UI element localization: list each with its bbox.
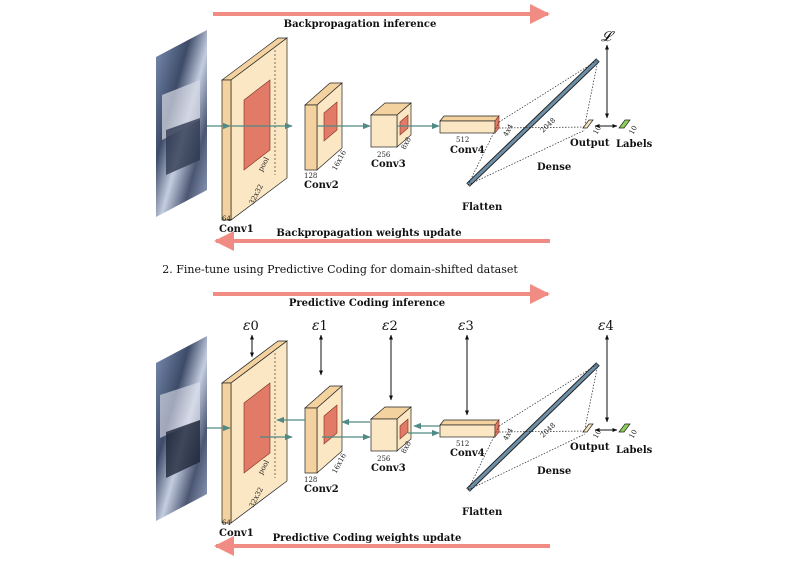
labels-node xyxy=(618,119,631,129)
forward-flow-arrows-pc xyxy=(207,424,440,441)
backward-flow-arrows-pc xyxy=(276,416,440,430)
error-e0: ε0 xyxy=(243,318,259,334)
error-e4: ε4 xyxy=(598,318,614,334)
conv4-size-label: 4x4 xyxy=(502,122,515,138)
output-name-label-pc: Output xyxy=(570,442,610,453)
conv2-name-label-pc: Conv2 xyxy=(304,484,339,495)
flatten-bar xyxy=(466,58,600,187)
output-size-label: 10 xyxy=(592,124,603,136)
conv1-block-pc xyxy=(220,340,289,524)
dense-name-label: Dense xyxy=(537,162,571,173)
flatten-bar-pc xyxy=(466,362,600,492)
output-node xyxy=(582,119,594,129)
conv1-name-label: Conv1 xyxy=(219,224,254,235)
dense-name-label-pc: Dense xyxy=(537,466,571,477)
loss-symbol: 𝓛 xyxy=(601,29,615,45)
conv1-channels-label-pc: 64 xyxy=(222,519,231,527)
dense-connections xyxy=(467,59,599,186)
flatten-name-label: Flatten xyxy=(462,202,503,213)
error-e2: ε2 xyxy=(382,318,398,334)
conv4-name-label-pc: Conv4 xyxy=(450,448,485,459)
labels-node-pc xyxy=(618,423,631,433)
flatten-name-label-pc: Flatten xyxy=(462,507,503,518)
labels-name-label: Labels xyxy=(616,139,653,150)
conv3-block xyxy=(370,102,412,148)
error-arrows xyxy=(250,334,609,423)
conv1-name-label-pc: Conv1 xyxy=(219,528,254,539)
conv4-block-pc xyxy=(439,419,500,438)
section-caption: 2. Fine-tune using Predictive Coding for… xyxy=(162,263,518,276)
dense-connections-pc xyxy=(467,363,599,491)
pc-inference-label: Predictive Coding inference xyxy=(289,298,445,309)
flatten-size-label-pc: 2048 xyxy=(539,421,557,439)
input-image-shifted xyxy=(156,336,207,521)
conv4-channels-label: 512 xyxy=(456,136,469,144)
output-node-pc xyxy=(582,423,594,433)
conv4-channels-label-pc: 512 xyxy=(456,440,469,448)
error-symbols: ε0 ε1 ε2 ε3 ε4 xyxy=(243,318,614,334)
conv3-block-pc xyxy=(370,406,412,452)
labels-size-label-pc: 10 xyxy=(628,428,639,440)
conv2-channels-label: 128 xyxy=(304,172,317,180)
backprop-update-label: Backpropagation weights update xyxy=(276,228,461,239)
conv4-block xyxy=(439,115,500,134)
output-name-label: Output xyxy=(570,138,610,149)
conv3-name-label-pc: Conv3 xyxy=(371,463,406,474)
conv2-name-label: Conv2 xyxy=(304,180,339,191)
conv4-size-label-pc: 4x4 xyxy=(502,426,515,442)
pc-update-label: Predictive Coding weights update xyxy=(273,533,462,544)
error-e3: ε3 xyxy=(458,318,474,334)
conv4-name-label: Conv4 xyxy=(450,145,485,156)
conv3-channels-label: 256 xyxy=(377,151,391,159)
conv1-block xyxy=(220,37,289,221)
conv3-name-label: Conv3 xyxy=(371,159,406,170)
conv2-block-pc xyxy=(304,385,343,474)
conv2-channels-label-pc: 128 xyxy=(304,476,317,484)
conv3-channels-label-pc: 256 xyxy=(377,455,391,463)
error-e1: ε1 xyxy=(312,318,328,334)
backprop-inference-label: Backpropagation inference xyxy=(284,19,437,30)
conv1-channels-label: 64 xyxy=(222,215,231,223)
flatten-size-label: 2048 xyxy=(539,116,557,134)
labels-name-label-pc: Labels xyxy=(616,445,653,456)
panel-backprop: Backpropagation inference pool 32x32 64 … xyxy=(156,4,653,251)
labels-size-label: 10 xyxy=(628,124,639,136)
input-image xyxy=(156,30,207,217)
output-size-label-pc: 10 xyxy=(592,428,603,440)
panel-predictive-coding: Predictive Coding inference pool 32x32 6… xyxy=(156,284,653,556)
